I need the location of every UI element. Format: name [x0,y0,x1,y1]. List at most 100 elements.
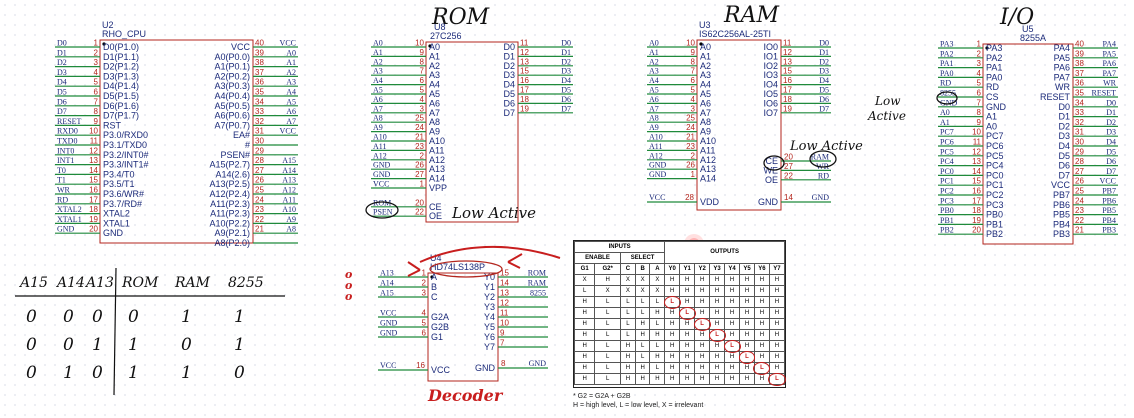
truth-enable-header: ENABLE [573,252,622,264]
io-pin-number: 25 [1075,187,1084,196]
cpu-pin-label: P3.6/WR# [103,189,144,199]
cpu-net-label: T1 [57,176,66,185]
cpu-pin-label: A10(P2.2) [209,218,250,228]
decoder-pin-label: Y4 [484,312,495,322]
ram-ctrl-pin-number: 27 [784,162,793,171]
ram-pin-number: 15 [783,67,792,76]
truth-table-cell: H [694,340,711,352]
hand-table-cell: 0 [128,307,139,327]
rom-pin-number: 19 [520,104,529,113]
decoder-vcc-pin-number: 16 [416,361,425,370]
ram-pin-number: 16 [783,76,792,85]
ram-pin-number: 23 [686,142,695,151]
truth-table-cell: H [664,318,681,330]
io-pin-label: PC4 [986,161,1004,171]
truth-table-cell: H [664,373,681,385]
truth-table-cell: H [768,274,786,286]
truth-table-cell: H [724,274,741,286]
io-net-label: PC3 [940,196,954,205]
cpu-pin-number: 28 [255,156,264,165]
rom-pin-label: A7 [429,108,440,118]
io-net-label: D2 [1106,118,1116,127]
io-low-active-note-line-1: Low [874,94,901,108]
ram-pin-label: A1 [700,51,711,61]
ram-net-label: D0 [819,39,829,48]
decoder-gnd-net-label: GND [529,359,547,368]
truth-table-cell: L [678,306,696,320]
ram-ctrl-pin-number: 20 [784,153,793,162]
decoder-input-dot-mark: o [345,268,352,281]
cpu-pin-number: 9 [94,117,99,126]
cpu-pin-number: 5 [94,78,99,87]
cpu-pin1-dot [102,42,106,46]
cpu-pin-label: A2(P0.2) [214,71,250,81]
io-pin-number: 10 [972,128,981,137]
rom-pin-number: 23 [415,142,424,151]
truth-table-cell: H [768,340,786,352]
cpu-pin-number: 10 [89,127,98,136]
cpu-pin-label: A9(P2.1) [214,228,250,238]
decoder-net-label: ROM [528,269,546,278]
cpu-pin-number: 4 [94,68,99,77]
cpu-pin-number: 26 [255,176,264,185]
truth-table-cell: H [679,285,696,297]
io-pin-number: 20 [972,226,981,235]
truth-table-cell: H [753,329,770,341]
truth-table-cell: H [739,362,755,374]
truth-column-header: B [634,263,651,275]
rom-net-label: A7 [373,104,383,113]
ram-net-label: A5 [649,86,659,95]
truth-table-cell: H [679,274,696,286]
cpu-pin-label: D0(P1.0) [103,42,139,52]
io-net-label: PB2 [940,226,954,235]
decoder-pin-label: C [431,292,438,302]
io-pin-number: 23 [1075,206,1084,215]
truth-table-cell: X [634,274,651,286]
ram-net-label: D7 [819,104,829,113]
rom-net-label: D6 [561,95,571,104]
ram-pin-label: IO3 [763,70,778,80]
truth-table-cell: L [634,296,651,308]
truth-table-cell: L [594,296,622,308]
io-pin-label: PB5 [1053,210,1070,220]
ram-pin-number: 19 [783,104,792,113]
rom-pin-number: 10 [415,39,424,48]
truth-table-cell: H [709,351,726,363]
io-net-label: D7 [1106,167,1116,176]
decoder-net-label: RAM [528,279,546,288]
decoder-pin-number: 11 [500,309,509,318]
truth-table-cell: H [634,362,651,374]
io-net-label: D1 [1106,108,1116,117]
truth-table-cell: L [693,317,711,331]
cpu-pin-label: P3.3/INT1# [103,160,149,170]
ram-net-label: A2 [649,57,659,66]
cpu-pin-label: # [245,140,250,150]
ram-net-label: A1 [649,48,659,57]
cpu-pin-number: 16 [89,186,98,195]
cpu-pin-label: A0(P0.0) [214,52,250,62]
cpu-net-label: D4 [57,78,67,87]
ram-net-label: D3 [819,67,829,76]
io-net-label: D6 [1106,157,1116,166]
cpu-pin-label: A1(P0.1) [214,62,250,72]
io-pin-label: PA3 [986,43,1002,53]
truth-column-header: Y4 [724,263,741,275]
truth-column-header: Y1 [679,263,696,275]
rom-pin-label: D4 [503,80,515,90]
io-pin-number: 2 [977,49,982,58]
ram-net-label: A10 [649,133,663,142]
io-pin-label: PB6 [1053,200,1070,210]
truth-table-cell: H [649,307,666,319]
decoder-pin-label: B [431,282,437,292]
truth-table-cell: H [634,329,651,341]
truth-column-header: Y0 [664,263,681,275]
ram-pin-number: 21 [686,133,695,142]
io-pin-label: PA1 [986,63,1002,73]
cpu-net-label: RXD0 [57,127,78,136]
ram-pin-number: 13 [783,57,792,66]
cpu-net-label: RD [57,195,68,204]
truth-column-header: G2* [594,263,622,275]
ram-low-active-note: Low Active [789,139,863,154]
